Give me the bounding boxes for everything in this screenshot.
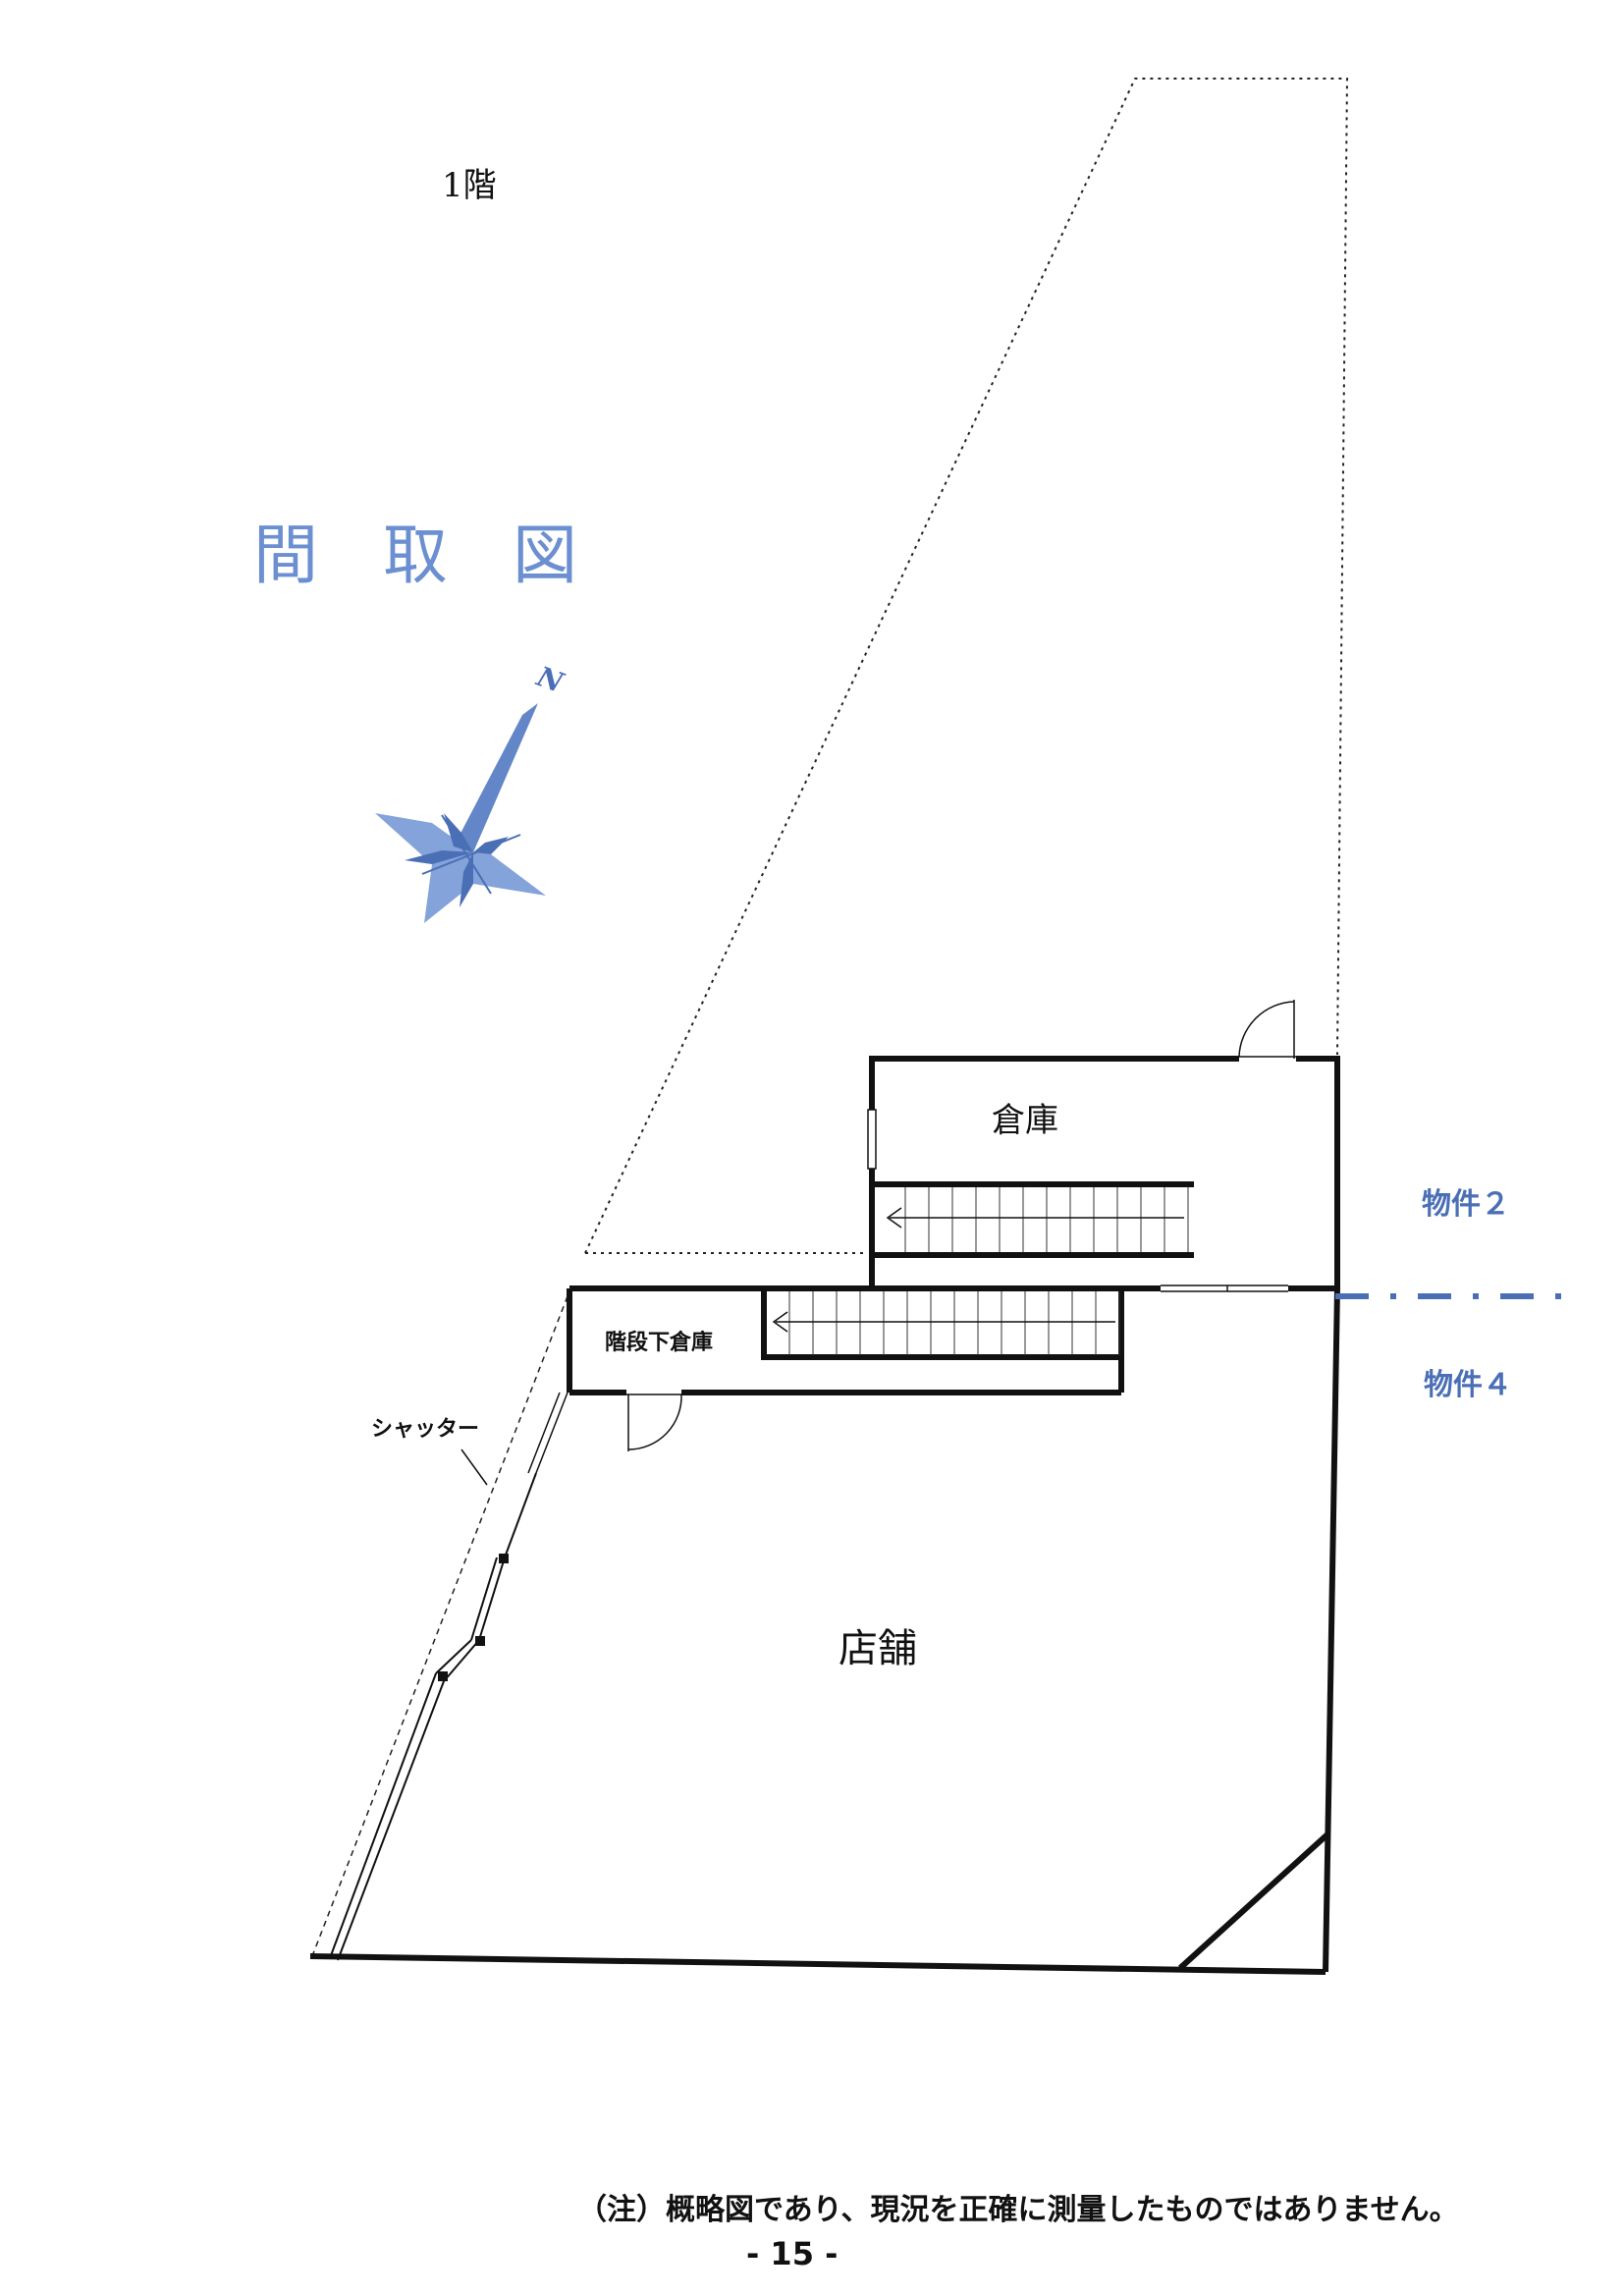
- upper-staircase: [872, 1181, 1194, 1258]
- storage-room: [867, 1000, 1340, 1291]
- property-label-upper: 物件２: [1422, 1187, 1510, 1222]
- page-number: - 15 -: [746, 2235, 838, 2272]
- lot-boundary: [311, 78, 1349, 1957]
- shutter-leader-line: [460, 1449, 488, 1486]
- room-label-storage: 倉庫: [992, 1101, 1058, 1140]
- shop-walls: [309, 1287, 1340, 1975]
- shop-front-glazing: [329, 1392, 568, 1961]
- shutter-label: シャッター: [371, 1417, 479, 1442]
- room-label-shop: 店舗: [839, 1626, 917, 1671]
- footer-note: （注）概略図であり、現況を正確に測量したものではありません。: [577, 2193, 1459, 2227]
- property-label-lower: 物件４: [1424, 1368, 1512, 1402]
- under-stairs-storage-room: [567, 1285, 1337, 1451]
- compass-star-icon: N: [375, 660, 568, 923]
- page-title: 間 取 図: [253, 518, 577, 593]
- north-label: N: [532, 660, 569, 700]
- lower-staircase: [772, 1291, 1120, 1355]
- floor-label: 1階: [442, 166, 497, 205]
- room-label-under-stairs: 階段下倉庫: [605, 1330, 713, 1355]
